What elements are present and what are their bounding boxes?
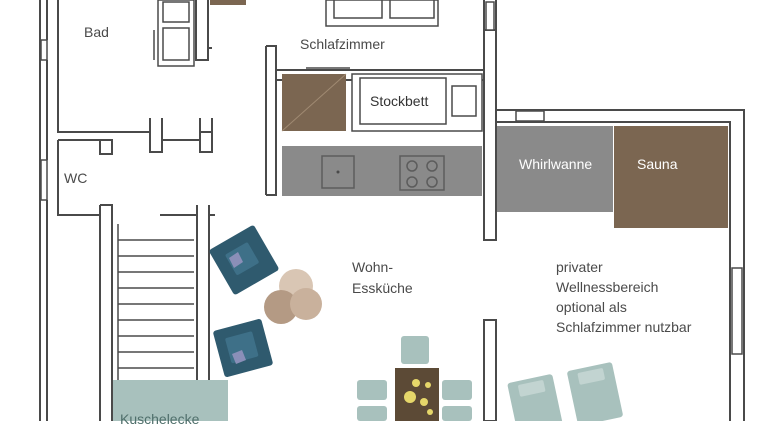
wellness-note-line: Wellnessbereich [556, 279, 659, 295]
kitchen-counter [282, 146, 482, 196]
bed [306, 0, 439, 69]
side-tables [264, 269, 322, 324]
dining-set [357, 336, 472, 421]
wellness-note-line: privater [556, 259, 603, 275]
armchair-top [209, 225, 279, 295]
room-label-wohn: Wohn- [352, 259, 393, 275]
whirlpool-area [497, 126, 613, 212]
label-sauna: Sauna [637, 156, 678, 172]
chair-top [401, 336, 429, 364]
room-label-schlafzimmer: Schlafzimmer [300, 36, 385, 52]
chair-left [357, 380, 387, 400]
armchair-bottom [213, 319, 273, 377]
sunbeds [507, 362, 623, 421]
room-label-wc: WC [64, 170, 88, 186]
windows [40, 1, 743, 355]
room-label-esskueche: Essküche [352, 280, 413, 296]
wellness-note-line: optional als [556, 299, 627, 315]
sauna-area [614, 126, 728, 228]
bathroom-fixtures [153, 0, 246, 67]
wellness-note: privater Wellnessbereich optional als Sc… [556, 257, 691, 337]
room-label-kuschelecke: Kuschelecke [120, 411, 200, 427]
label-stockbett: Stockbett [370, 93, 429, 109]
wellness-note-line: Schlafzimmer nutzbar [556, 319, 692, 335]
stove-icon [399, 155, 445, 191]
label-whirlwanne: Whirlwanne [519, 156, 593, 172]
sink-icon [321, 155, 355, 189]
kuschelecke-area [113, 380, 228, 421]
chair-right [442, 380, 472, 400]
bunk-bed [351, 73, 483, 132]
room-label-bad: Bad [84, 24, 109, 40]
walls [39, 0, 745, 421]
